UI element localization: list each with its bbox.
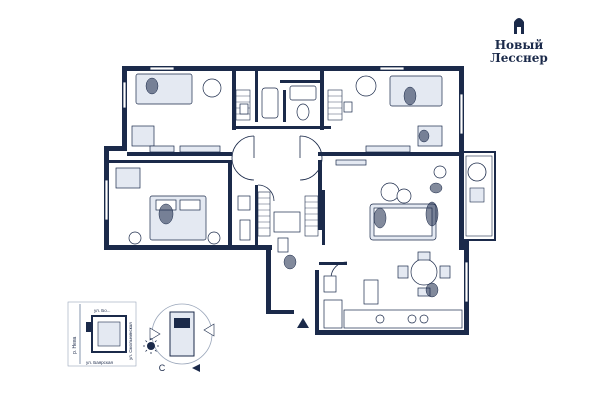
view-wedge-right (203, 323, 215, 337)
bench (273, 211, 301, 233)
kitchen-counter (343, 309, 463, 329)
nightstand (207, 231, 221, 245)
plant (202, 78, 222, 98)
balcony-chair (469, 187, 485, 203)
building-icon (514, 18, 524, 34)
compass-letter: С (159, 363, 166, 373)
street-top: ул. Бо... (94, 308, 110, 313)
shower (239, 219, 251, 241)
washer (343, 101, 353, 113)
orientation-widget: С (143, 303, 215, 373)
dining-table (410, 258, 438, 286)
fridge (323, 299, 343, 329)
boiler (323, 275, 337, 293)
sink-bowl (375, 314, 385, 324)
person (418, 129, 430, 143)
street-bottom: ул. Баярская (86, 360, 113, 365)
person (403, 86, 417, 106)
room-top-left-furniture (131, 73, 222, 153)
balcony-plant (467, 162, 487, 182)
desk (365, 145, 411, 153)
person (158, 203, 174, 225)
view-wedge-left (149, 327, 161, 341)
shoe-rack (277, 237, 289, 253)
hall-furniture (273, 211, 337, 293)
person (373, 207, 387, 229)
toilet (296, 103, 310, 121)
bathtub (261, 87, 279, 119)
people-figures (145, 77, 443, 298)
chair-right (439, 265, 451, 279)
brand-logo: Новый Лесснер (490, 18, 548, 65)
stove-burner (407, 314, 417, 324)
armchair (115, 167, 141, 189)
plant (433, 165, 447, 179)
entrance-triangle-icon (297, 318, 309, 328)
person (145, 77, 159, 95)
closet-hatching (236, 95, 342, 229)
balcony (462, 151, 496, 241)
person (425, 282, 439, 298)
cabinet (363, 279, 379, 305)
person (283, 254, 297, 270)
pillow-right (179, 199, 201, 211)
person (425, 201, 439, 227)
doors (231, 135, 348, 279)
direction-arrow-icon (192, 364, 200, 372)
sun-icon (143, 338, 159, 354)
kitchen-furniture (323, 251, 463, 329)
chair-left (397, 265, 409, 279)
coffee-table (380, 182, 400, 202)
sink (237, 195, 251, 211)
brand-line-1: Новый (495, 38, 544, 52)
inner-walls (109, 70, 459, 265)
street-right: ул. Смольнинская (128, 322, 133, 360)
building-marker (86, 322, 92, 332)
round-table (355, 75, 377, 97)
shelf (149, 145, 175, 153)
locator-map: ул. Бо... ул. Смольнинская ул. Баярская … (67, 301, 137, 367)
river-label: р. Нева (72, 336, 78, 354)
tv-unit (335, 159, 367, 166)
desk (179, 145, 221, 153)
bathroom-top-furniture (239, 85, 317, 121)
bed (389, 75, 443, 107)
chair (131, 125, 155, 147)
sink (289, 85, 317, 101)
stove-burner (419, 314, 429, 324)
person (429, 182, 443, 194)
washer (239, 103, 249, 115)
side-table (396, 188, 412, 204)
windows (104, 66, 469, 303)
chair-top (417, 251, 431, 261)
plant (128, 231, 142, 245)
bed (135, 73, 193, 105)
brand-line-2: Лесснер (490, 51, 548, 65)
